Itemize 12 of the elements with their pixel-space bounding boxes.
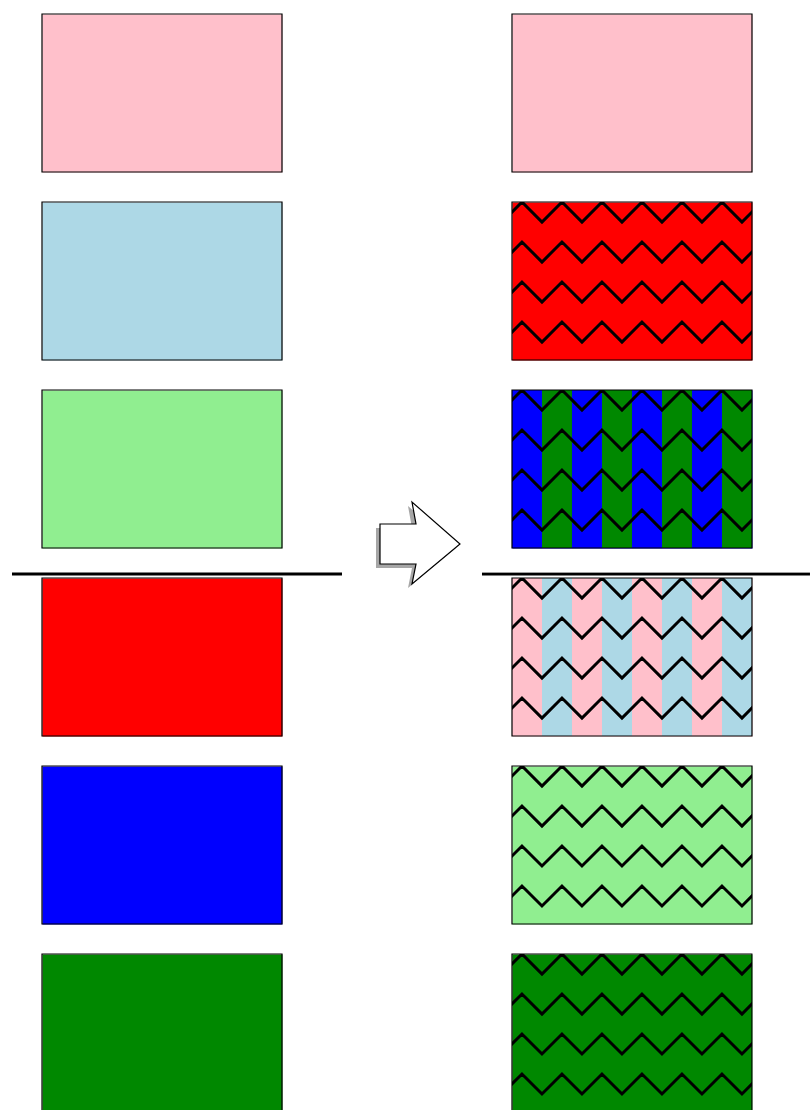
color-box [511, 13, 753, 173]
patterned-box [511, 765, 753, 925]
color-box [41, 953, 283, 1110]
patterned-box [511, 577, 753, 737]
color-box [41, 389, 283, 549]
color-box [41, 577, 283, 737]
patterned-box [511, 201, 753, 361]
patterned-box [511, 389, 753, 549]
color-box [41, 765, 283, 925]
color-box [41, 201, 283, 361]
patterned-box [511, 953, 753, 1110]
color-box [41, 13, 283, 173]
